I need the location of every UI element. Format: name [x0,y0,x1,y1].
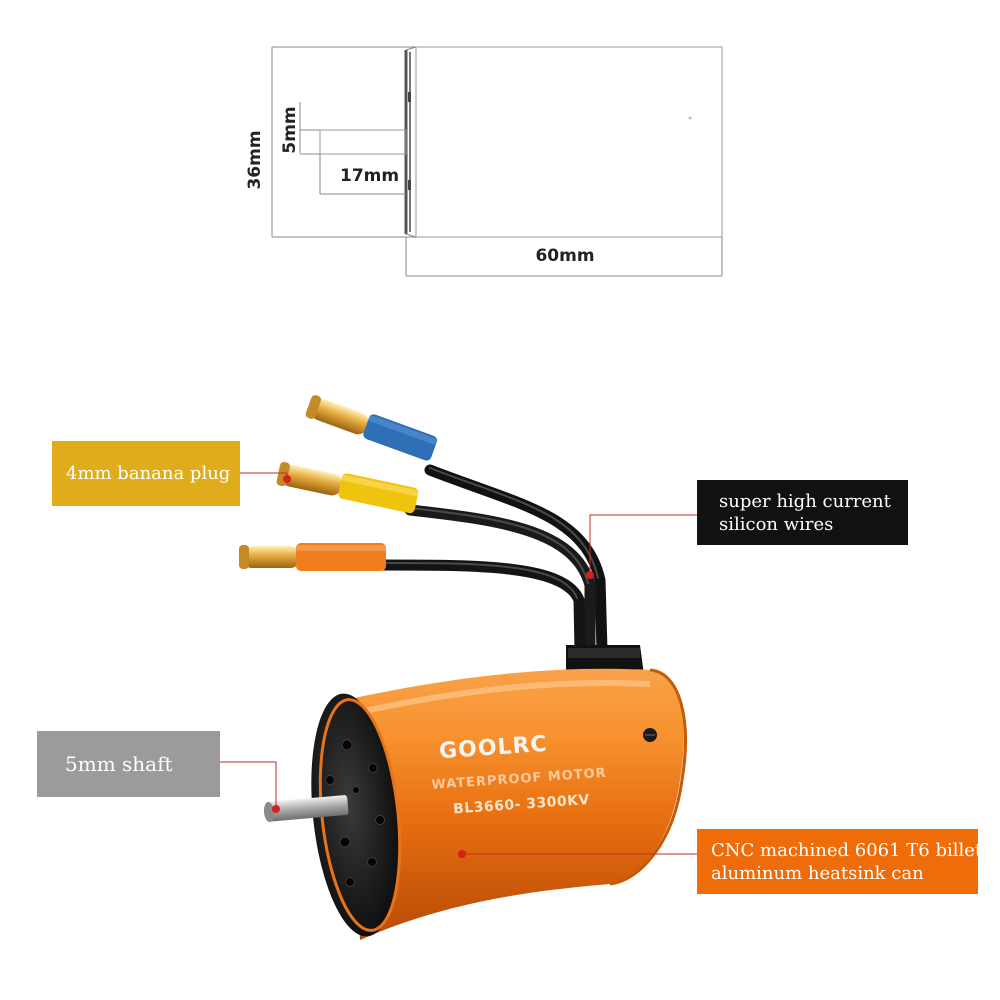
callout-can-line-1: CNC machined 6061 T6 billet [711,839,983,861]
motor: GOOLRC WATERPROOF MOTOR BL3660- 3300KV [263,645,687,940]
banana-plug-marker [283,475,291,483]
callout-dots [272,475,594,858]
callout-banana-plug-text: 4mm banana plug [66,463,231,484]
banana-plug-yellow [276,462,419,514]
banana-plug-blue [305,395,438,461]
callout-can-line-2: aluminum heatsink can [711,862,924,884]
wires-marker [586,571,594,579]
shaft-marker [272,805,280,813]
callout-heatsink-can: CNC machined 6061 T6 billet aluminum hea… [697,829,983,894]
shaft-diameter-label: 5mm [280,106,300,153]
banana-plug-orange [239,543,386,571]
callout-silicon-wires: super high current silicon wires [697,480,908,545]
shaft-length-label: 17mm [340,166,399,186]
diameter-label: 36mm [245,130,265,189]
callout-shaft-text: 5mm shaft [65,751,173,776]
callout-banana-plug: 4mm banana plug [52,441,240,506]
callout-leaders [220,472,697,855]
callout-shaft: 5mm shaft [37,731,220,797]
callout-wires-line-1: super high current [719,490,891,512]
callout-wires-line-2: silicon wires [719,513,834,535]
dimension-drawing [271,46,723,277]
body-length-label: 60mm [535,246,594,266]
can-marker [458,850,466,858]
